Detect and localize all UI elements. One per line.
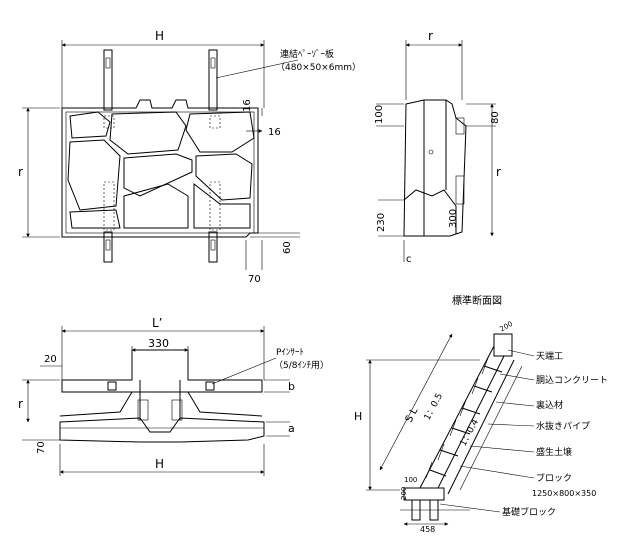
dim-80: 80 (490, 111, 501, 124)
dim-b: b (288, 380, 295, 393)
plan-view: L’ 330 20 Pｲﾝｻｰﾄ （5/8ｲﾝﾁ用） b a (18, 316, 329, 476)
section-view: 標準断面図 H S L 1：0.5 1：0.4 200 (354, 294, 608, 534)
dim-16-top: 16 (242, 99, 253, 112)
insert-label: Pｲﾝｻｰﾄ (276, 347, 304, 358)
dim-c: c (406, 254, 412, 265)
callouts: 天端工 胴込コンクリート 裏込材 水抜きパイプ 盛生土壌 ブロック 1250×8… (439, 349, 608, 518)
slope-label-1: 1：0.5 (423, 392, 445, 422)
callout-label: 胴込コンクリート (536, 375, 608, 386)
connector-plate (103, 231, 113, 263)
callout-label: 水抜きパイプ (536, 420, 590, 432)
side-height-label: r (496, 165, 501, 179)
wall-front (419, 345, 495, 489)
dim-230: 230 (376, 213, 387, 232)
front-view: H r 連結ﾍﾟｰｿﾞｰ板 （480× (18, 29, 361, 285)
front-block-outline (61, 99, 259, 238)
connector-plate (103, 49, 113, 111)
dim-330: 330 (148, 337, 169, 350)
plan-bottom-block (59, 417, 265, 443)
dim-16-side: 16 (268, 127, 281, 138)
plan-r-label: r (18, 397, 23, 411)
front-height-label: r (18, 165, 23, 179)
plan-length-label: L’ (152, 316, 163, 330)
callout-label: 基礎ブロック (502, 506, 556, 518)
plan-top-bar (61, 349, 263, 393)
callout-label: 盛生土壌 (536, 446, 572, 458)
plate-size: （480×50×6mm） (276, 62, 361, 73)
insert-note: （5/8ｲﾝﾁ用） (274, 360, 329, 371)
section-height-label: H (354, 410, 362, 423)
section-sl-label: S L (404, 406, 421, 425)
side-depth-label: r (428, 29, 433, 43)
dim-20: 20 (44, 354, 57, 365)
dim-458: 458 (420, 525, 435, 534)
block-stack (429, 365, 503, 477)
foundation-block (403, 487, 445, 501)
dim-a: a (288, 422, 295, 435)
side-block-outline (403, 99, 467, 237)
section-title: 標準断面図 (452, 294, 502, 307)
top-cap (493, 333, 513, 357)
callout-label: 天端工 (536, 350, 563, 362)
dim-300: 300 (448, 209, 459, 228)
plate-label: 連結ﾍﾟｰｿﾞｰ板 (280, 48, 334, 60)
dim-200-top: 200 (499, 320, 515, 334)
callout-label: 裏込材 (536, 399, 563, 411)
dim-200-bottom: 200 (400, 487, 408, 500)
dim-70: 70 (248, 274, 261, 285)
front-width-label: H (155, 29, 164, 43)
block-size: 1250×800×350 (532, 489, 596, 498)
connector-plate (208, 231, 218, 263)
dim-60: 60 (282, 241, 293, 254)
dim-100: 100 (374, 105, 385, 124)
connector-plate (208, 49, 218, 111)
plan-width-label: H (155, 457, 164, 471)
dim-70-plan: 70 (36, 441, 47, 454)
side-view: r 100 230 80 r 300 c (374, 29, 501, 265)
dim-100-section: 100 (404, 476, 417, 484)
callout-label: ブロック (536, 472, 572, 484)
